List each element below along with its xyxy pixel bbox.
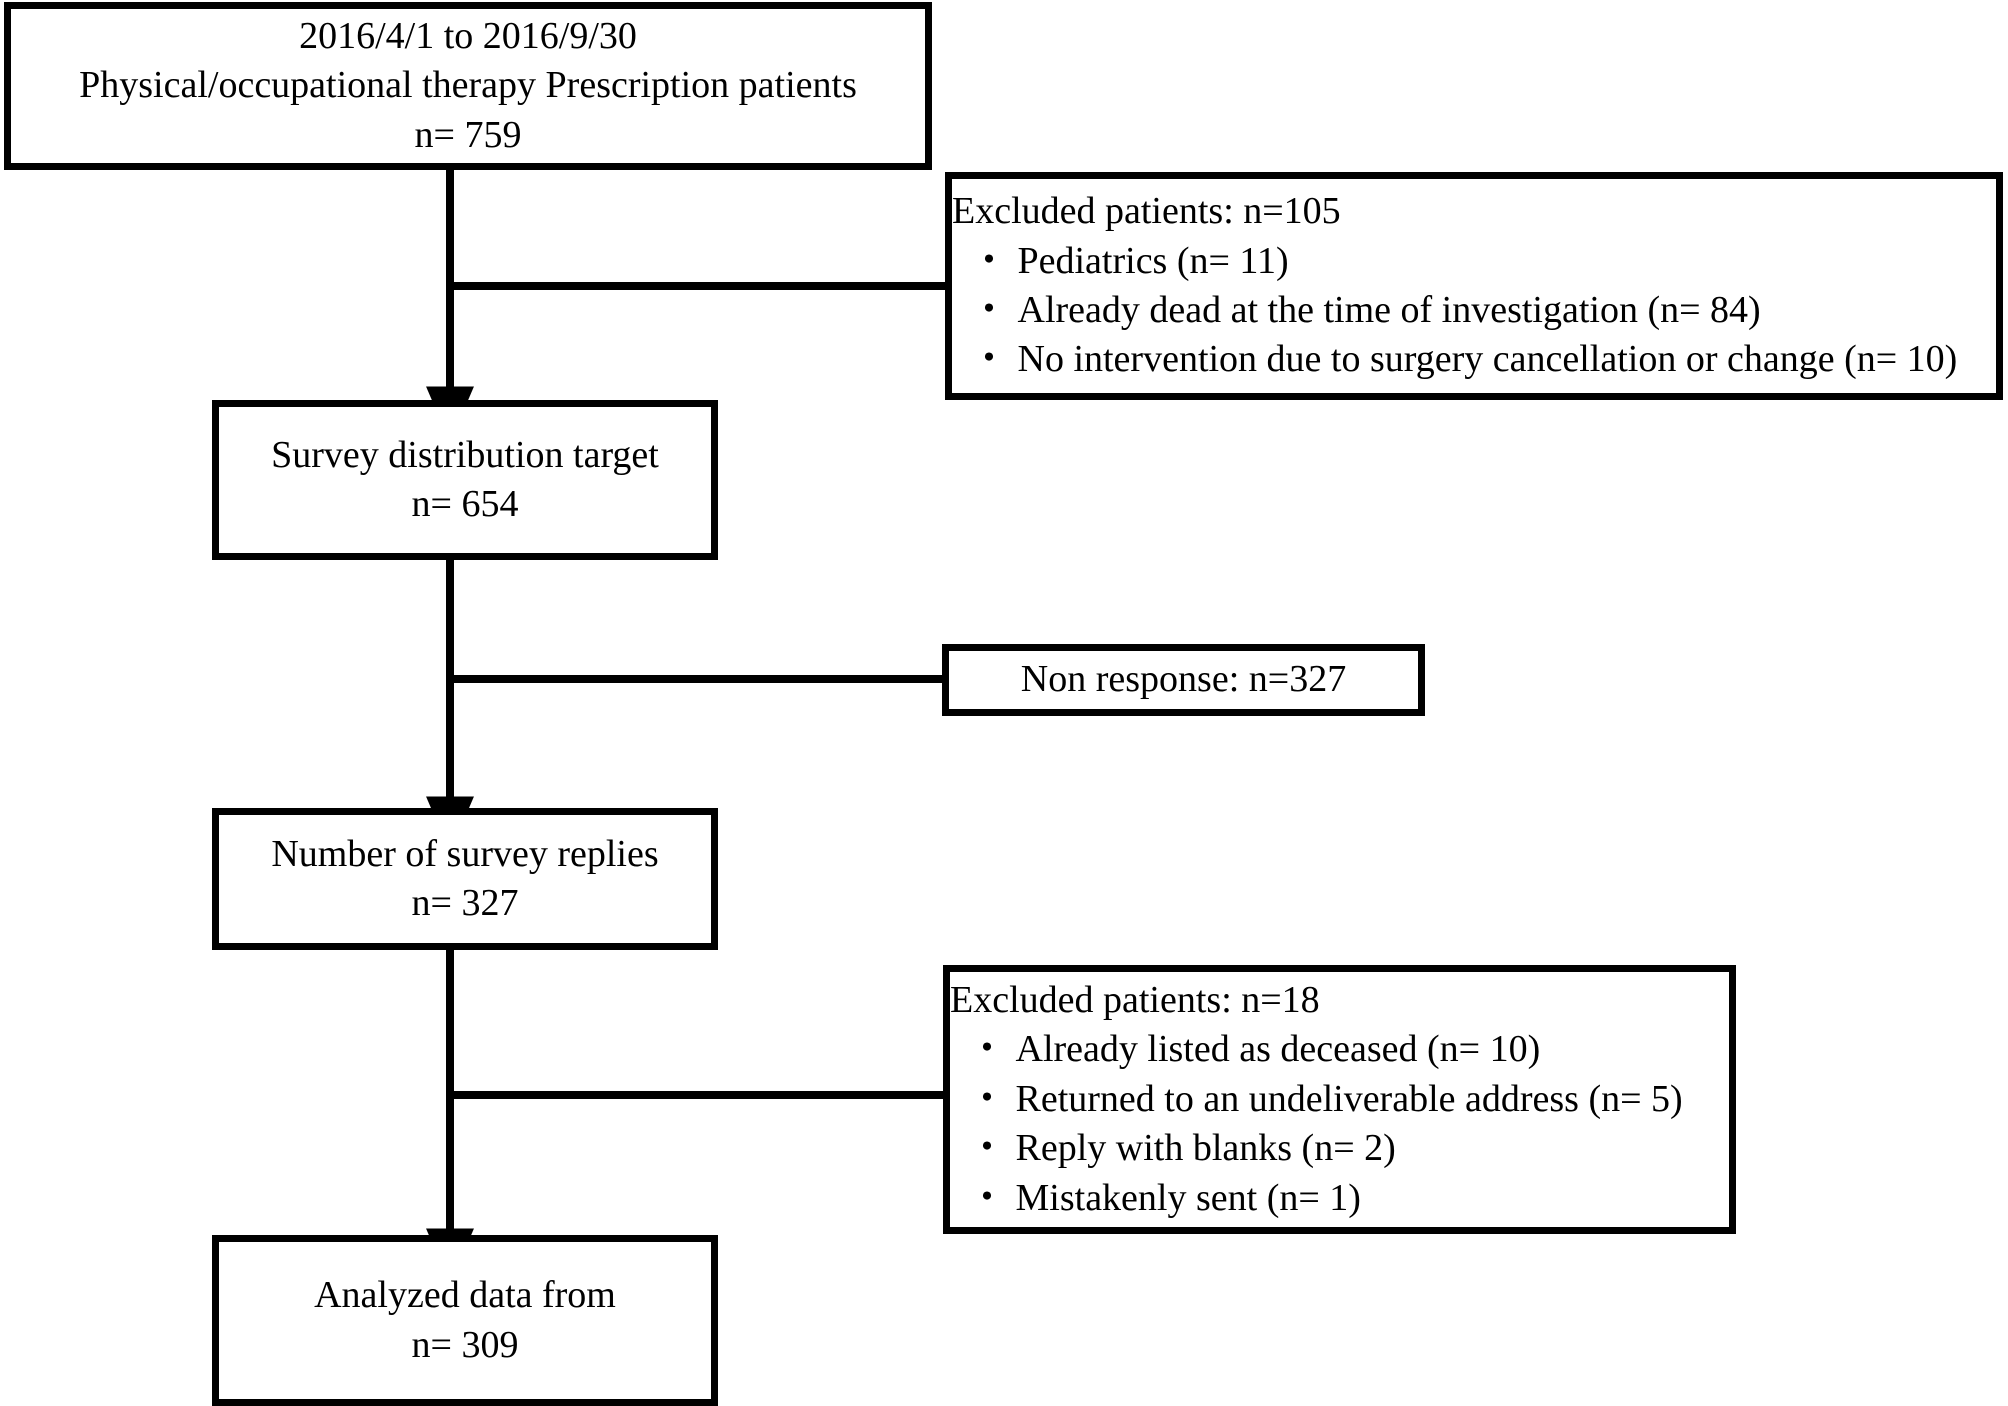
excluded-patients-1-item-2: ・ Already dead at the time of investigat… [970,289,1761,331]
excluded-patients-1-box: Excluded patients: n=105 ・ Pediatrics (n… [945,172,2003,400]
excluded-patients-2-item-1: ・ Already listed as deceased (n= 10) [968,1028,1541,1071]
survey-distribution-target-line-1: Survey distribution target [271,433,659,476]
source-cohort-box: 2016/4/1 to 2016/9/30 Physical/occupatio… [4,2,932,170]
excluded-patients-2-box: Excluded patients: n=18 ・ Already listed… [943,965,1736,1234]
source-cohort-line-2: Physical/occupational therapy Prescripti… [79,64,857,107]
excluded-patients-2-heading: Excluded patients: n=18 [950,979,1320,1022]
excluded-patients-2-item-4: ・ Mistakenly sent (n= 1) [968,1176,1361,1219]
analyzed-data-box: Analyzed data from n= 309 [212,1235,718,1406]
survey-distribution-target-box: Survey distribution target n= 654 [212,400,718,560]
survey-distribution-target-line-2: n= 654 [411,483,519,525]
excluded-patients-2-item-3: ・ Reply with blanks (n= 2) [968,1127,1396,1170]
analyzed-data-line-1: Analyzed data from [314,1274,616,1317]
non-response-line-1: Non response: n=327 [1020,658,1347,701]
excluded-patients-1-item-3: ・ No intervention due to surgery cancell… [970,338,1958,381]
source-cohort-line-3: n= 759 [414,113,522,156]
excluded-patients-1-item-1: ・ Pediatrics (n= 11) [970,239,1289,282]
analyzed-data-line-2: n= 309 [411,1323,519,1366]
source-cohort-line-1: 2016/4/1 to 2016/9/30 [299,14,637,57]
survey-replies-line-1: Number of survey replies [271,832,659,875]
excluded-patients-2-item-2: ・ Returned to an undeliverable address (… [968,1077,1683,1120]
survey-replies-box: Number of survey replies n= 327 [212,808,718,950]
non-response-box: Non response: n=327 [942,644,1425,716]
excluded-patients-1-heading: Excluded patients: n=105 [952,190,1341,233]
survey-replies-line-2: n= 327 [411,882,519,924]
